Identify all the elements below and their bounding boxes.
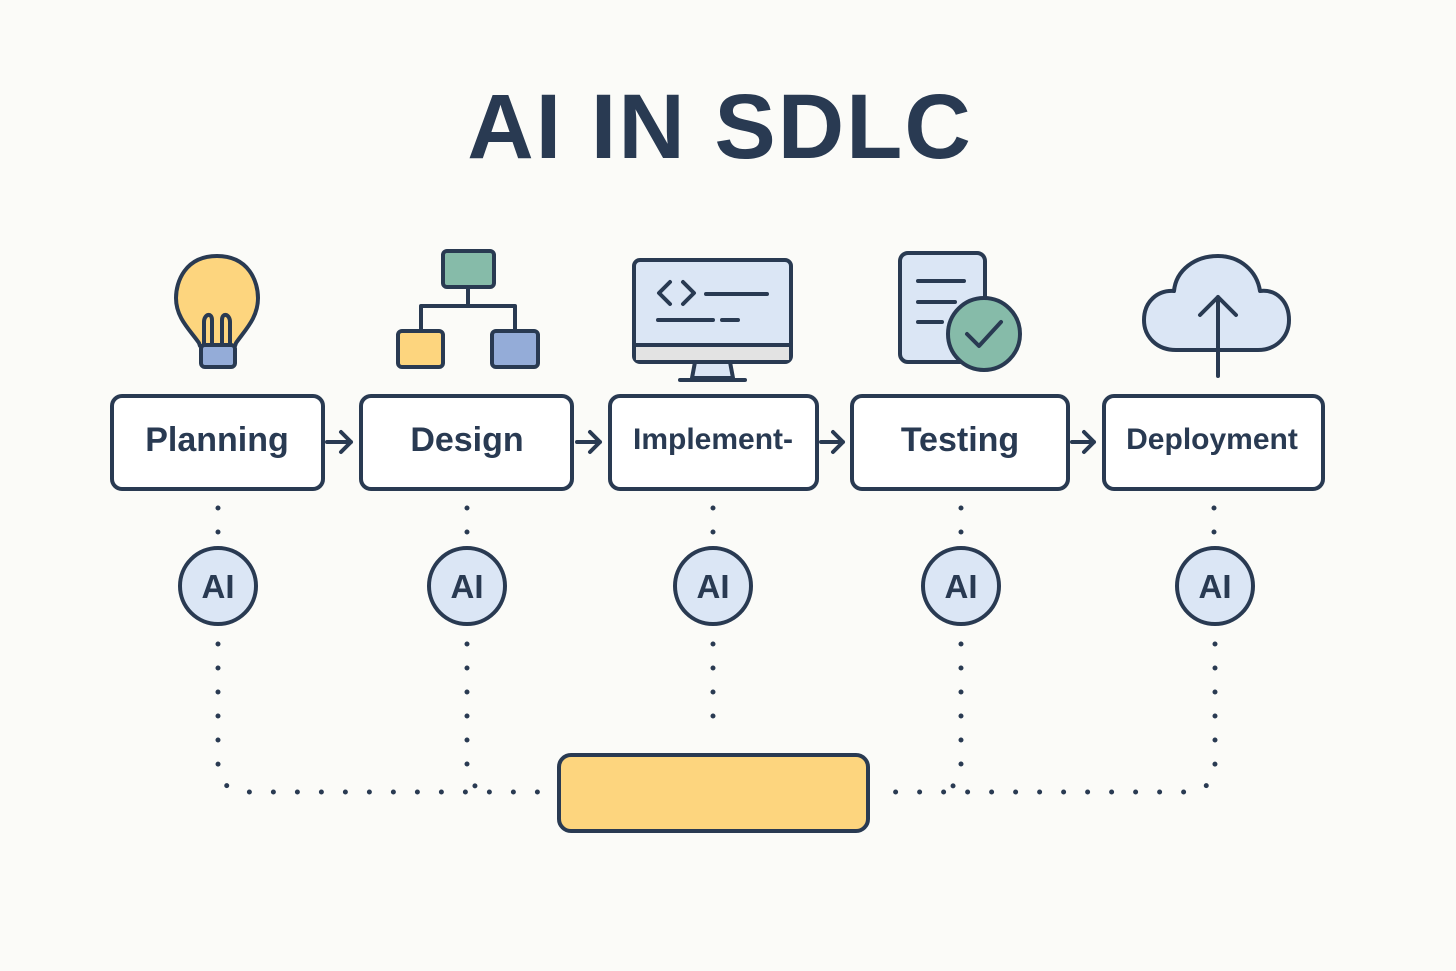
dotted-connector [879, 641, 1218, 795]
stage-box-testing: Testing [850, 394, 1070, 491]
ai-badge-planning: AI [178, 546, 258, 626]
ai-badge-label: AI [202, 568, 235, 605]
flowchart-icon [396, 249, 540, 369]
lightbulb-icon [174, 254, 260, 369]
stage-box-design: Design [359, 394, 574, 491]
ai-badge-label: AI [1199, 568, 1232, 605]
ai-badge-label: AI [945, 568, 978, 605]
flow-arrow [325, 430, 353, 454]
code-monitor-icon [632, 258, 793, 382]
stage-label: Design [410, 421, 523, 459]
ai-badge-label: AI [451, 568, 484, 605]
page-title: AI IN SDLC [467, 76, 973, 178]
flow-arrow [1070, 430, 1096, 454]
stage-box-implementation: Implement- [608, 394, 819, 491]
stage-label: Implement- [633, 423, 793, 456]
ai-hub-bar [557, 753, 870, 833]
flow-arrow [819, 430, 845, 454]
stage-label: Deployment [1126, 423, 1298, 456]
ai-badge-deployment: AI [1175, 546, 1255, 626]
stage-box-planning: Planning [110, 394, 325, 491]
flow-arrow [575, 430, 602, 454]
dotted-connector [215, 641, 548, 795]
stage-label: Testing [901, 421, 1019, 459]
test-checklist-icon [898, 251, 1022, 372]
dotted-connector [464, 641, 498, 795]
cloud-upload-icon [1142, 254, 1291, 378]
stage-label: Planning [145, 421, 289, 459]
ai-badge-label: AI [697, 568, 730, 605]
stage-box-deployment: Deployment [1102, 394, 1325, 491]
ai-badge-testing: AI [921, 546, 1001, 626]
ai-badge-implementation: AI [673, 546, 753, 626]
dotted-connector [930, 641, 964, 795]
ai-badge-design: AI [427, 546, 507, 626]
